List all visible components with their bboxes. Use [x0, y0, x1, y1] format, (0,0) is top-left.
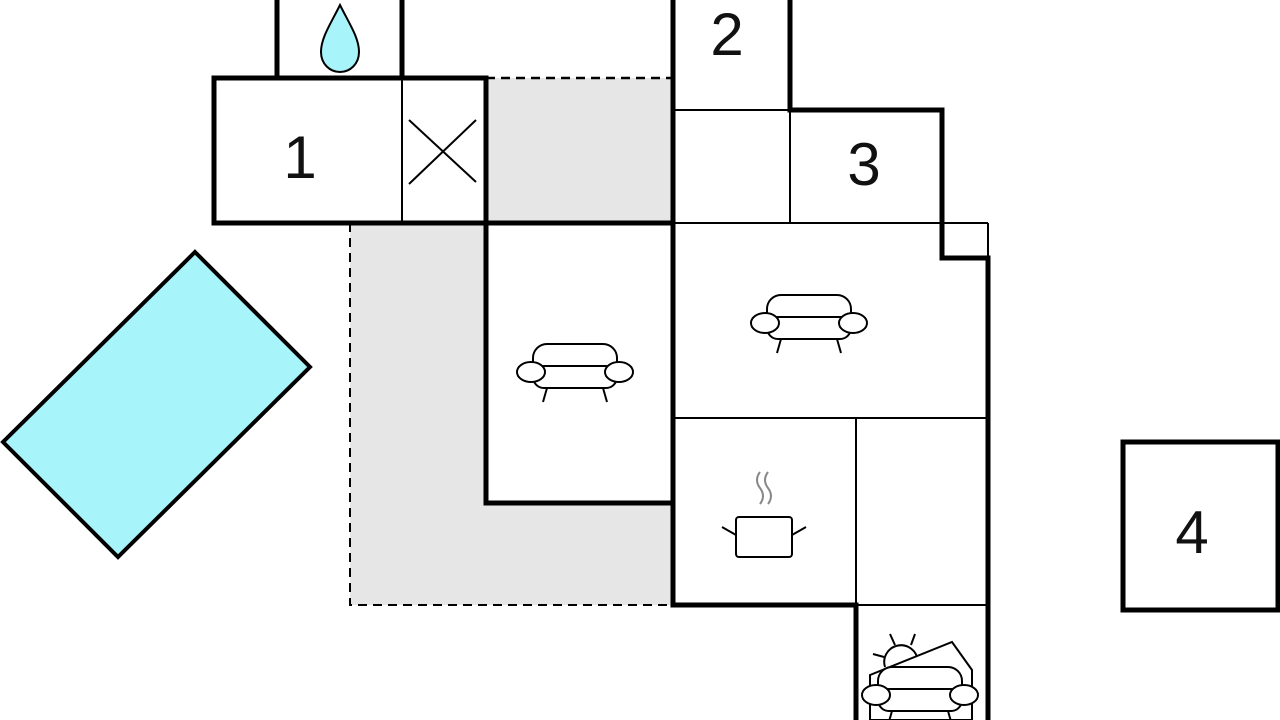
exterior-walls	[211, 0, 1280, 720]
room-label-4: 4	[1175, 499, 1208, 566]
water-drop-icon	[319, 2, 361, 74]
sofa-icon	[516, 343, 634, 403]
cooking-pot-icon	[721, 471, 807, 558]
room-label-3: 3	[847, 131, 880, 198]
terrace	[349, 76, 671, 606]
cross-icon	[408, 119, 477, 185]
room-label-2: 2	[710, 1, 743, 68]
pool	[0, 249, 313, 560]
room-label-1: 1	[283, 124, 316, 191]
sun-terrace-icon	[861, 633, 979, 720]
sofa-icon	[750, 294, 868, 354]
